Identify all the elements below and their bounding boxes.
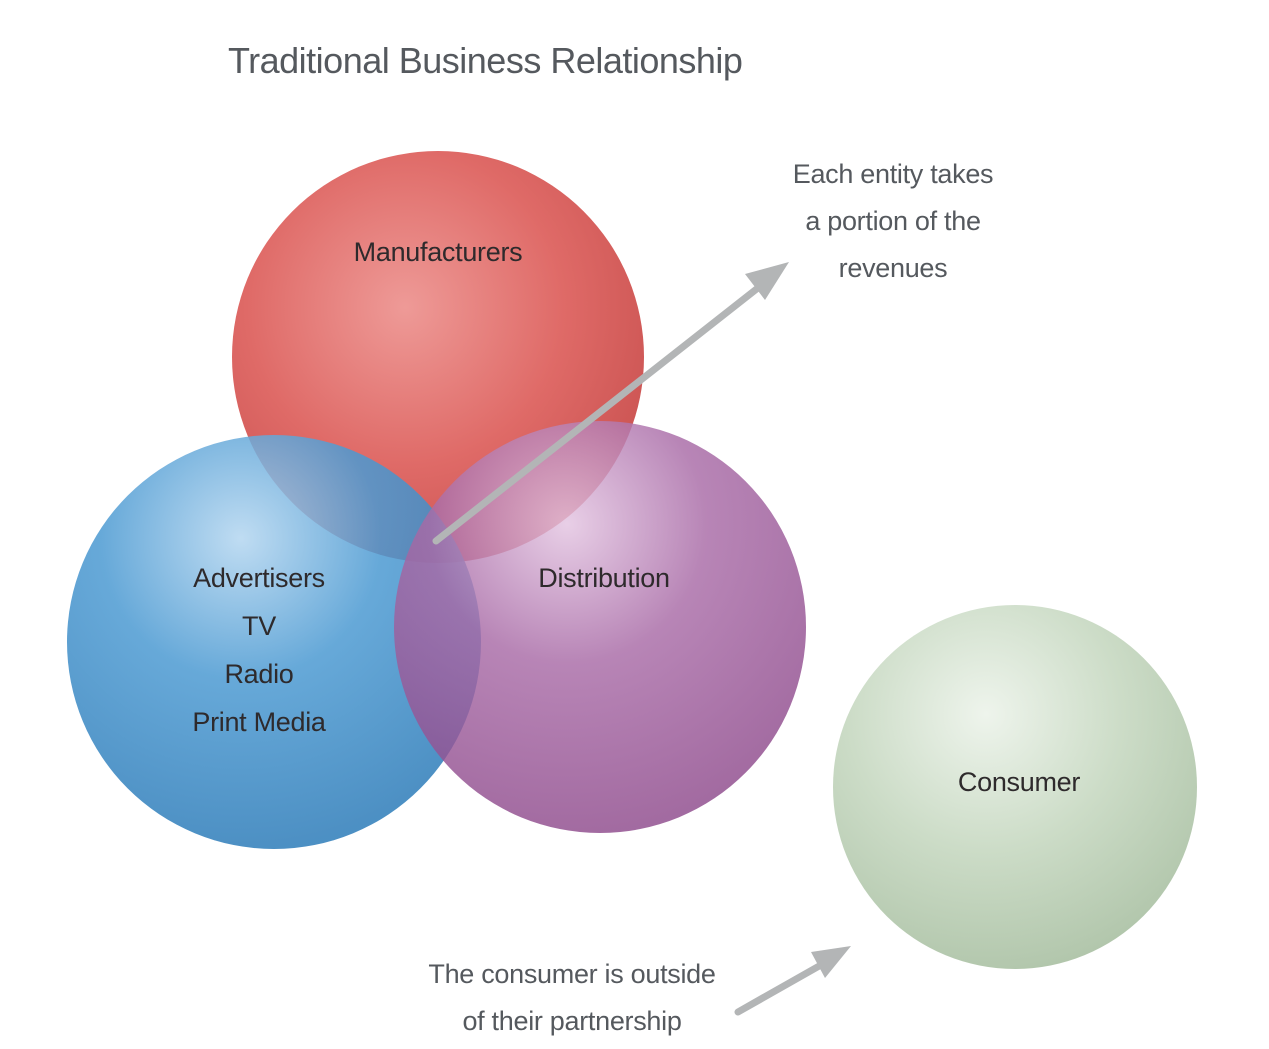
manufacturers-label: Manufacturers (353, 237, 523, 267)
consumer-note: The consumer is outside of their partner… (392, 951, 752, 1045)
diagram-title: Traditional Business Relationship (228, 40, 743, 81)
revenue-arrow (432, 262, 789, 545)
consumer-circle (833, 605, 1197, 969)
advertisers-circle (67, 435, 481, 849)
revenue-note: Each entity takes a portion of the reven… (743, 151, 1043, 292)
revenue-note-line-3: revenues (838, 253, 948, 283)
consumer-note-line-2: of their partnership (462, 1006, 682, 1036)
advertisers-line-2: TV (242, 611, 276, 641)
advertisers-line-1: Advertisers (193, 563, 325, 593)
distribution-circle (394, 421, 806, 833)
revenue-note-line-2: a portion of the (805, 206, 981, 236)
advertisers-line-4: Print Media (192, 707, 326, 737)
revenue-note-line-1: Each entity takes (792, 159, 994, 189)
advertisers-line-3: Radio (224, 659, 294, 689)
consumer-note-line-1: The consumer is outside (428, 959, 716, 989)
distribution-label: Distribution (538, 563, 670, 593)
consumer-label: Consumer (957, 767, 1081, 797)
advertisers-label: Advertisers TV Radio Print Media (109, 554, 409, 746)
consumer-arrow (734, 946, 851, 1016)
